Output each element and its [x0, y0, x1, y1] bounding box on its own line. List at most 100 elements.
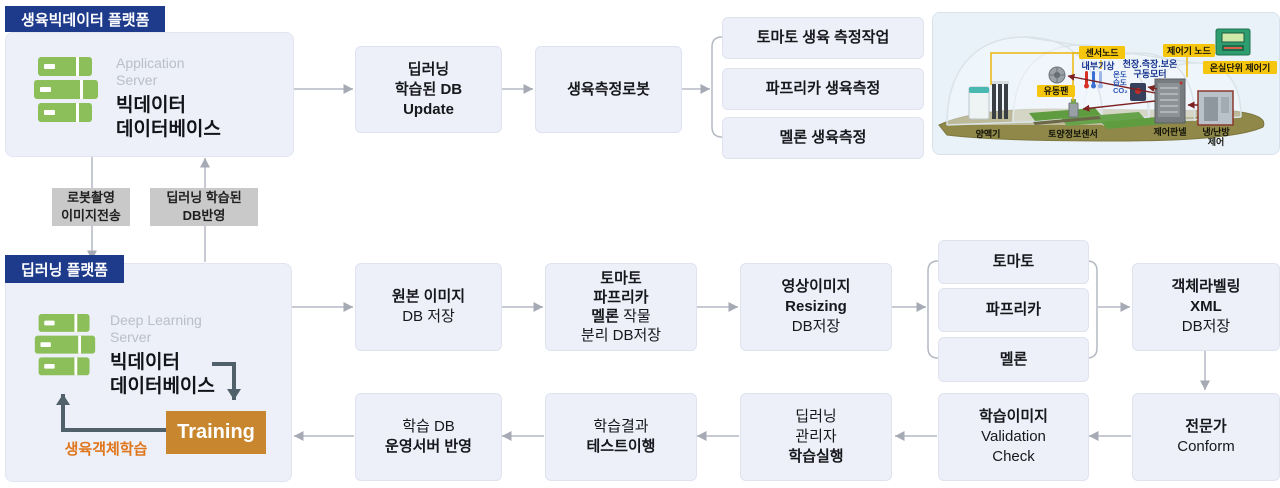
box-crop-separate-db: 토마토 파프리카 멜론 작물 분리 DB저장: [545, 263, 697, 351]
box-line: 토마토: [992, 253, 1035, 270]
box-line: Validation: [981, 428, 1046, 445]
bracket-crops-right: [1086, 260, 1098, 359]
greenhouse-scene: 센서노드 제어기 노드 온실단위 제어기 유동팬 내부기상 천장.측장.보온 구…: [938, 28, 1277, 147]
box-line: 토마토: [600, 270, 642, 287]
box-validation-check: 학습이미지 Validation Check: [938, 393, 1089, 481]
motor-label-1: 천장.측장.보온: [1123, 58, 1178, 69]
box-line: 파프리카: [985, 301, 1042, 318]
box-line: 객체라벨링: [1171, 278, 1241, 295]
box-line: 관리자: [795, 428, 837, 445]
box-line: 학습실행: [788, 448, 844, 465]
box-line: 분리 DB저장: [580, 327, 662, 344]
box-line: DB저장: [791, 318, 841, 335]
box-task-tomato: 토마토 생육 측정작업: [722, 17, 924, 59]
control-panel-cabinet: [1154, 78, 1186, 124]
box-line: 파프리카 생육측정: [765, 80, 881, 97]
deep-platform-header: 딥러닝 플랫폼: [5, 255, 124, 283]
humidity-label: 습도: [1113, 77, 1127, 87]
blue-labels: 내부기상 천장.측장.보온 구동모터 온도 습도 CO₂: [1081, 58, 1177, 95]
box-line: Check: [992, 448, 1035, 465]
box-db-update: 딥러닝 학습된 DB Update: [355, 46, 502, 133]
box-line: 딥러닝: [407, 60, 450, 78]
arrow-training-to-server: [56, 394, 166, 432]
label-trained-db-apply: 딥러닝 학습된 DB반영: [150, 188, 258, 226]
box-line: 학습 DB: [402, 418, 455, 435]
box-line: 전문가: [1185, 418, 1227, 435]
box-line: 학습결과: [593, 418, 649, 435]
nutrient-label: 양액기: [976, 128, 1001, 139]
server-icon: [34, 57, 98, 122]
box-line: 원본 이미지: [391, 288, 466, 305]
box-line: 멜론 작물: [591, 308, 651, 325]
training-loop-arrows: [56, 362, 241, 432]
box-line: Update: [403, 100, 454, 118]
hvac-label-2: 제어: [1208, 136, 1225, 147]
box-line: 멜론 생육측정: [779, 129, 867, 146]
soil-sensor-label: 토양정보센서: [1048, 128, 1098, 139]
box-line: 학습된 DB: [394, 80, 463, 98]
training-caption: 생육객체학습: [64, 441, 148, 458]
box-original-image: 원본 이미지 DB 저장: [355, 263, 502, 351]
box-line: 학습이미지: [978, 408, 1048, 425]
box-crop-paprika: 파프리카: [938, 288, 1089, 332]
hvac-unit: [1197, 90, 1234, 126]
deep-platform-title: 딥러닝 플랫폼: [21, 261, 108, 279]
box-task-paprika: 파프리카 생육측정: [722, 68, 924, 110]
nutrient-machine: [968, 81, 1009, 120]
box-line: 테스트이행: [586, 438, 656, 455]
box-line: 운영서버 반영: [385, 438, 472, 455]
box-resizing-db: 영상이미지 Resizing DB저장: [740, 263, 892, 351]
box-line: Resizing: [785, 298, 847, 315]
box-object-labeling: 객체라벨링 XML DB저장: [1132, 263, 1280, 351]
unit-controller-label: 온실단위 제어기: [1210, 62, 1270, 73]
fan: [1048, 66, 1066, 84]
server-type-label: Application Server: [116, 55, 185, 88]
box-line: 파프리카: [593, 289, 649, 306]
box-expert-conform: 전문가 Conform: [1132, 393, 1280, 481]
box-line: 생육측정로봇: [567, 80, 650, 98]
ground-labels: 양액기 토양정보센서 제어판넬 냉/난방 제어: [976, 126, 1231, 147]
server-icon: [34, 314, 96, 376]
bigdata-platform-box: Application Server 빅데이터 데이터베이스: [5, 32, 294, 157]
box-line: DB 저장: [402, 308, 455, 325]
box-line: 영상이미지: [781, 278, 851, 295]
training-box: Training: [166, 411, 266, 454]
box-task-melon: 멜론 생육측정: [722, 117, 924, 159]
bigdata-platform-header: 생육빅데이터 플랫폼: [5, 6, 166, 32]
box-deploy-db: 학습 DB 운영서버 반영: [355, 393, 502, 481]
hvac-label-1: 냉/난방: [1202, 126, 1230, 137]
box-line: Conform: [1177, 438, 1235, 455]
box-line: DB저장: [1181, 318, 1231, 335]
indoor-weather-label: 내부기상: [1081, 60, 1115, 71]
box-line: 멜론: [999, 350, 1028, 368]
co2-label: CO₂: [1113, 86, 1128, 95]
soil-sensor-device: [1068, 99, 1079, 118]
unit-controller-device: [1215, 28, 1251, 56]
box-test-result: 학습결과 테스트이행: [545, 393, 697, 481]
server-name-label: 빅데이터 데이터베이스: [110, 352, 215, 397]
server-type-label: Deep Learning Server: [110, 312, 202, 345]
drive-motor: [1130, 83, 1146, 101]
motor-label-2: 구동모터: [1133, 68, 1166, 79]
controller-node-label: 제어기 노드: [1167, 45, 1212, 56]
box-crop-melon: 멜론: [938, 337, 1089, 382]
bracket-crops-left: [927, 260, 939, 359]
box-crop-tomato: 토마토: [938, 240, 1089, 284]
bracket-tasks: [711, 36, 723, 138]
sensor-node-label: 센서노드: [1085, 47, 1119, 58]
control-arrows: [1067, 73, 1198, 112]
greenhouse-illustration: 센서노드 제어기 노드 온실단위 제어기 유동팬 내부기상 천장.측장.보온 구…: [932, 12, 1280, 155]
arrow-db-to-training: [212, 362, 241, 400]
control-panel-label: 제어판넬: [1153, 126, 1186, 137]
server-name-label: 빅데이터 데이터베이스: [116, 95, 221, 140]
bigdata-platform-title: 생육빅데이터 플랫폼: [21, 11, 150, 29]
deep-platform-box: Deep Learning Server 빅데이터 데이터베이스 Trainin…: [5, 263, 292, 482]
box-line: 딥러닝: [795, 408, 837, 425]
box-training-run: 딥러닝 관리자 학습실행: [740, 393, 892, 481]
fan-label: 유동팬: [1044, 85, 1069, 96]
temp-label: 온도: [1113, 70, 1127, 79]
box-line: 토마토 생육 측정작업: [756, 29, 890, 46]
box-line: XML: [1190, 298, 1222, 315]
